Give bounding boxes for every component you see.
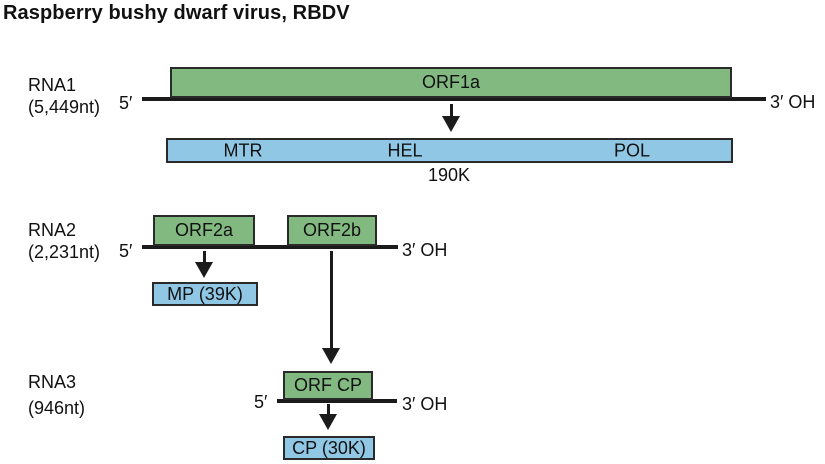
mtr-domain-label: MTR xyxy=(223,140,263,160)
rna1-translation-arrow-stem xyxy=(450,104,453,117)
rna1-orf1a-label: ORF1a xyxy=(421,72,481,92)
rna3-five-prime-label: 5′ xyxy=(254,392,268,412)
rna1-product-size-label: 190K xyxy=(427,165,471,185)
coat-protein-box: CP (30K) xyxy=(283,436,375,460)
rna2-three-prime-label: 3′ OH xyxy=(402,240,448,260)
rna3-backbone-line xyxy=(277,399,397,403)
rna2-orf2a-box: ORF2a xyxy=(153,215,255,246)
coat-protein-label: CP (30K) xyxy=(292,437,366,458)
rna2-name-label: RNA2 xyxy=(28,220,77,240)
orf2a-translation-arrow-head xyxy=(195,262,213,278)
rna2-length-label: (2,231nt) xyxy=(28,242,101,262)
movement-protein-box: MP (39K) xyxy=(152,282,258,306)
rna1-protein-domain-box: MTR HEL POL xyxy=(166,138,733,163)
orf2a-translation-arrow-stem xyxy=(203,251,206,263)
rna2-backbone-line xyxy=(142,245,398,249)
rna3-orfcp-label: ORF CP xyxy=(293,375,362,395)
hel-domain-label: HEL xyxy=(387,140,423,160)
rna3-length-label: (946nt) xyxy=(28,398,86,418)
rna1-translation-arrow-head xyxy=(442,116,460,132)
figure-title: Raspberry bushy dwarf virus, RBDV xyxy=(3,2,350,24)
rna3-orfcp-box: ORF CP xyxy=(283,371,373,400)
rna2-orf2a-label: ORF2a xyxy=(174,220,234,240)
rna2-orf2b-label: ORF2b xyxy=(302,220,362,240)
rna1-five-prime-label: 5′ xyxy=(119,93,133,113)
rna1-name-label: RNA1 xyxy=(28,75,77,95)
rna1-three-prime-label: 3′ OH xyxy=(770,92,816,112)
rna3-three-prime-label: 3′ OH xyxy=(402,394,448,414)
rna1-length-label: (5,449nt) xyxy=(28,97,101,117)
orfcp-translation-arrow-head xyxy=(319,414,337,430)
pol-domain-label: POL xyxy=(613,140,651,160)
orf2b-subgenomic-arrow-head xyxy=(322,348,340,364)
rna2-orf2b-box: ORF2b xyxy=(287,215,377,246)
orf2b-subgenomic-arrow-stem xyxy=(330,251,333,349)
movement-protein-label: MP (39K) xyxy=(167,283,243,304)
rna3-name-label: RNA3 xyxy=(28,372,77,392)
rna1-backbone-line xyxy=(142,97,766,101)
rna2-five-prime-label: 5′ xyxy=(119,241,133,261)
rna1-orf1a-box: ORF1a xyxy=(170,67,732,98)
orfcp-translation-arrow-stem xyxy=(327,404,330,415)
